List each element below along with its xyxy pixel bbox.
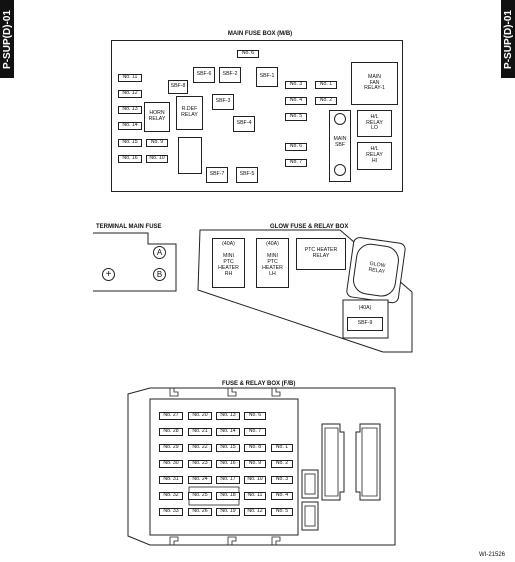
fb-fuse: No. 1 <box>271 444 293 452</box>
fb-fuse: No. 19 <box>216 508 240 516</box>
sbf-9-amp: (40A) <box>358 305 372 312</box>
fuse-no15: No. 15 <box>118 139 142 147</box>
fb-fuse: No. 32 <box>159 492 183 500</box>
fb-fuse: No. 13 <box>216 412 240 420</box>
sbf-6: SBF-6 <box>193 67 215 83</box>
fb-fuse: No. 29 <box>159 444 183 452</box>
fb-fuse: No. 10 <box>244 476 266 484</box>
main-sbf-housing <box>329 110 351 182</box>
fuse-no12: No. 12 <box>118 90 142 98</box>
main-fuse-box <box>111 40 403 192</box>
fuse-no13: No. 13 <box>118 106 142 114</box>
fb-fuse: No. 22 <box>188 444 212 452</box>
sbf-8: SBF-8 <box>168 80 188 94</box>
fb-fuse: No. 18 <box>216 492 240 500</box>
fb-fuse: No. 6 <box>244 412 266 420</box>
terminal-plus: + <box>102 268 115 281</box>
sbf-9: SBF-9 <box>347 317 383 331</box>
fuse-no6-top: No. 6 <box>237 50 259 58</box>
fb-fuse: No. 31 <box>159 476 183 484</box>
mini-ptc-heater-lh: (40A) MINI PTC HEATER LH <box>256 238 289 288</box>
fb-fuse: No. 16 <box>216 460 240 468</box>
terminal-main-fuse-title: TERMINAL MAIN FUSE <box>96 224 162 230</box>
sbf-4: SBF-4 <box>233 116 255 132</box>
sbf-3: SBF-3 <box>212 94 234 110</box>
fb-fuse: No. 3 <box>271 476 293 484</box>
fb-fuse: No. 33 <box>159 508 183 516</box>
fuse-no7: No. 7 <box>285 159 307 167</box>
fuse-no14: No. 14 <box>118 122 142 130</box>
fb-fuse: No. 14 <box>216 428 240 436</box>
fb-fuse: No. 12 <box>244 508 266 516</box>
fb-fuse: No. 30 <box>159 460 183 468</box>
fuse-no4: No. 4 <box>285 97 307 105</box>
main-fuse-box-title: MAIN FUSE BOX (M/B) <box>227 31 293 37</box>
fuse-no6-right: No. 6 <box>285 143 307 151</box>
side-tab-right: P-SUP(D)-01 <box>501 0 515 78</box>
side-tab-left: P-SUP(D)-01 <box>0 0 14 78</box>
fb-fuse: No. 17 <box>216 476 240 484</box>
fb-fuse: No. 8 <box>244 444 266 452</box>
main-sbf-terminal-bottom <box>334 164 346 176</box>
fb-fuse: No. 26 <box>188 508 212 516</box>
sbf-1: SBF-1 <box>256 67 278 87</box>
glow-box-title: GLOW FUSE & RELAY BOX <box>270 224 349 230</box>
fuse-no5: No. 5 <box>285 113 307 121</box>
fuse-no1: No. 1 <box>315 81 337 89</box>
fb-fuse: No. 15 <box>216 444 240 452</box>
fuse-no10: No. 10 <box>146 155 168 163</box>
fb-fuse: No. 21 <box>188 428 212 436</box>
fuse-no9: No. 9 <box>146 139 168 147</box>
fuse-no2: No. 2 <box>315 97 337 105</box>
sbf-7: SBF-7 <box>206 167 228 183</box>
fb-fuse: No. 23 <box>188 460 212 468</box>
sbf-5: SBF-5 <box>236 167 258 183</box>
main-sbf-terminal-top <box>334 113 346 125</box>
fb-fuse: No. 5 <box>271 508 293 516</box>
fuse-no3: No. 3 <box>285 81 307 89</box>
fb-fuse: No. 25 <box>188 492 212 500</box>
fuse-no11: No. 11 <box>118 74 142 82</box>
sbf-2: SBF-2 <box>219 67 241 83</box>
fb-fuse: No. 2 <box>271 460 293 468</box>
figure-code: WI-21526 <box>478 552 505 558</box>
fb-fuse: No. 4 <box>271 492 293 500</box>
relay-box-title: FUSE & RELAY BOX (F/B) <box>222 381 296 387</box>
fb-fuse: No. 11 <box>244 492 266 500</box>
fb-fuse: No. 9 <box>244 460 266 468</box>
fb-fuse: No. 28 <box>159 428 183 436</box>
fb-fuse: No. 20 <box>188 412 212 420</box>
fuse-no16: No. 16 <box>118 155 142 163</box>
terminal-b: B <box>153 268 166 281</box>
fb-fuse: No. 7 <box>244 428 266 436</box>
mini-ptc-heater-rh: (40A) MINI PTC HEATER RH <box>212 238 245 288</box>
fb-fuse: No. 27 <box>159 412 183 420</box>
fb-fuse: No. 24 <box>188 476 212 484</box>
blank-relay-slot <box>178 137 202 174</box>
terminal-a: A <box>153 246 166 259</box>
